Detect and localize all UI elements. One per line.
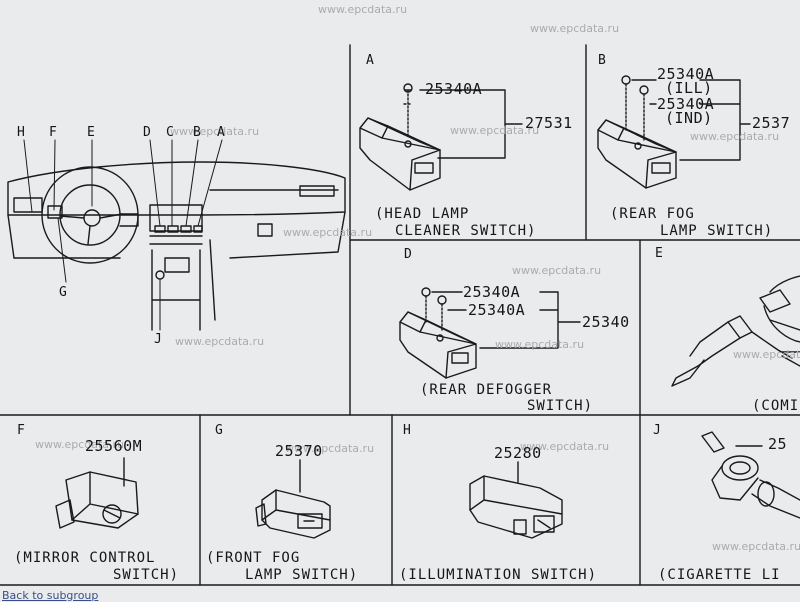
panel-f-caption-line2: SWITCH) <box>113 567 180 583</box>
watermark-text: www.epcdata.ru <box>318 3 408 16</box>
watermark-text: www.epcdata.ru <box>283 226 373 239</box>
panel-j-caption: (CIGARETTE LI <box>658 567 781 583</box>
watermark-text: www.epcdata.ru <box>733 348 800 361</box>
panel-j-letter: J <box>653 423 661 438</box>
overview-label-h: H <box>17 125 25 140</box>
panel-b-caption-line2: LAMP SWITCH) <box>660 223 774 239</box>
panel-a-caption-line1: (HEAD LAMP <box>375 206 470 222</box>
panel-e-letter: E <box>655 246 663 261</box>
overview-label-j: J <box>154 332 162 347</box>
part-number: 25370 <box>275 442 323 460</box>
panel-b-caption-line1: (REAR FOG <box>610 206 695 222</box>
panel-d-caption-line1: (REAR DEFOGGER <box>420 382 553 398</box>
panel-d-letter: D <box>404 247 412 262</box>
panel-h-drawing <box>469 461 563 539</box>
overview-label-e: E <box>87 125 95 140</box>
part-number: 25340A <box>425 80 483 98</box>
part-number: 2537 <box>752 114 791 132</box>
overview-label-c: C <box>166 125 174 140</box>
part-number: 25280 <box>494 444 542 462</box>
panel-a-drawing <box>359 83 523 191</box>
back-to-subgroup-link[interactable]: Back to subgroup <box>2 589 99 602</box>
overview-leader-lines <box>23 139 223 331</box>
part-number: 25340A <box>463 283 521 301</box>
panel-h-letter: H <box>403 423 411 438</box>
panel-d-caption-line2: SWITCH) <box>527 398 594 414</box>
panel-g-letter: G <box>215 423 223 438</box>
part-number: 25 <box>768 435 788 453</box>
panel-b-letter: B <box>598 53 606 68</box>
panel-e-caption: (COMI <box>752 398 800 414</box>
watermark-text: www.epcdata.ru <box>175 335 265 348</box>
overview-label-d: D <box>143 125 151 140</box>
overview-label-f: F <box>49 125 57 140</box>
overview-label-g: G <box>59 285 67 300</box>
part-number: 25340 <box>582 313 630 331</box>
watermark-text: www.epcdata.ru <box>285 442 375 455</box>
overview-label-b: B <box>193 125 201 140</box>
panel-g-caption-line2: LAMP SWITCH) <box>245 567 359 583</box>
part-number: 25560M <box>85 437 143 455</box>
overview-label-a: A <box>217 125 225 140</box>
panel-g-caption-line1: (FRONT FOG <box>206 550 301 566</box>
panel-b-drawing <box>597 75 751 189</box>
watermark-text: www.epcdata.ru <box>520 440 610 453</box>
watermark-text: www.epcdata.ru <box>512 264 602 277</box>
part-number: 27531 <box>525 114 573 132</box>
panel-grid-lines <box>0 44 800 586</box>
panel-f-drawing <box>55 457 139 529</box>
watermark-text: www.epcdata.ru <box>35 438 125 451</box>
dashboard-overview <box>7 161 346 331</box>
watermark-text: www.epcdata.ru <box>450 124 540 137</box>
panel-f-letter: F <box>17 423 25 438</box>
part-number: 25340A <box>657 95 715 113</box>
panel-e-drawing <box>671 275 800 387</box>
watermark-text: www.epcdata.ru <box>712 540 800 553</box>
part-note: (IND) <box>665 109 713 127</box>
panel-j-drawing <box>701 431 800 519</box>
watermark-text: www.epcdata.ru <box>495 338 585 351</box>
part-number: 25340A <box>468 301 526 319</box>
watermark-text: www.epcdata.ru <box>170 125 260 138</box>
panel-d-drawing <box>399 287 581 379</box>
watermark-text: www.epcdata.ru <box>690 130 780 143</box>
part-number: 25340A <box>657 65 715 83</box>
panel-h-caption: (ILLUMINATION SWITCH) <box>399 567 598 583</box>
panel-a-letter: A <box>366 53 374 68</box>
part-note: (ILL) <box>665 79 713 97</box>
watermark-text: www.epcdata.ru <box>530 22 620 35</box>
panel-f-caption-line1: (MIRROR CONTROL <box>14 550 156 566</box>
panel-g-drawing <box>255 459 331 539</box>
panel-a-caption-line2: CLEANER SWITCH) <box>395 223 537 239</box>
